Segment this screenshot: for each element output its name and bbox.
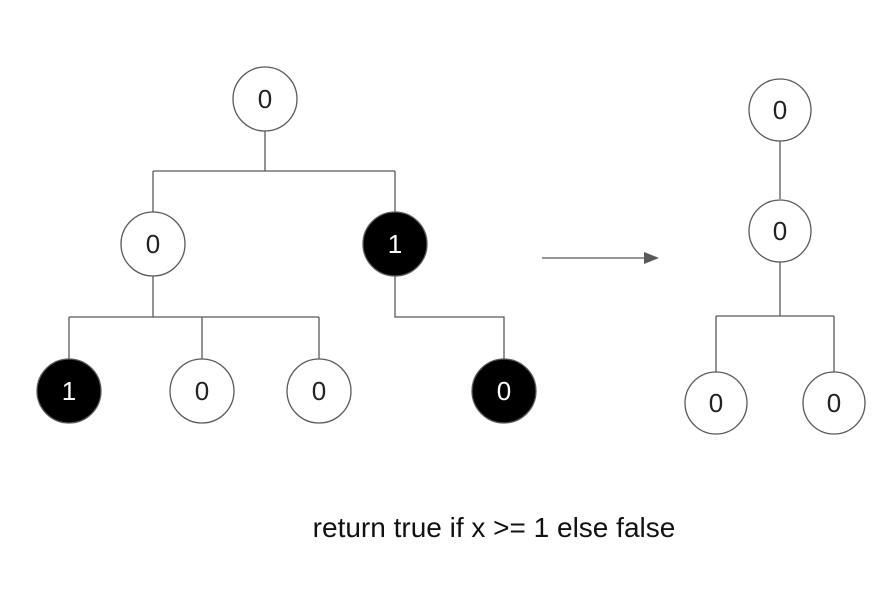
node-label: 0 xyxy=(312,376,326,406)
node-label: 0 xyxy=(827,388,841,418)
edge-a-to-children xyxy=(68,275,320,359)
node-label: 0 xyxy=(146,229,160,259)
node-label: 0 xyxy=(773,95,787,125)
caption-text: return true if x >= 1 else false xyxy=(313,512,676,543)
right-tree-node-c2: 0 xyxy=(802,371,866,435)
node-label: 0 xyxy=(709,388,723,418)
right-tree-root-node: 0 xyxy=(748,78,812,142)
left-tree-node-a2: 0 xyxy=(169,358,235,424)
left-tree-node-b: 1 xyxy=(362,211,428,277)
node-label: 0 xyxy=(773,216,787,246)
left-tree-root-node: 0 xyxy=(232,66,298,132)
right-tree-edges xyxy=(715,141,835,372)
node-label: 0 xyxy=(195,376,209,406)
left-tree-node-a3: 0 xyxy=(286,358,352,424)
node-label: 0 xyxy=(497,376,511,406)
node-label: 1 xyxy=(62,376,76,406)
edge-b-to-child xyxy=(394,275,505,359)
node-label: 0 xyxy=(258,84,272,114)
left-tree-node-a1: 1 xyxy=(36,358,102,424)
right-tree-node-c1: 0 xyxy=(684,371,748,435)
left-tree-edges xyxy=(68,131,505,359)
transform-arrow-icon xyxy=(542,252,659,264)
edge-root-to-children xyxy=(152,131,396,212)
left-tree-node-a: 0 xyxy=(120,211,186,277)
node-label: 1 xyxy=(388,229,402,259)
right-tree-node-mid: 0 xyxy=(748,199,812,263)
edge-right-mid-to-children xyxy=(715,262,835,372)
left-tree-node-b1: 0 xyxy=(471,358,537,424)
